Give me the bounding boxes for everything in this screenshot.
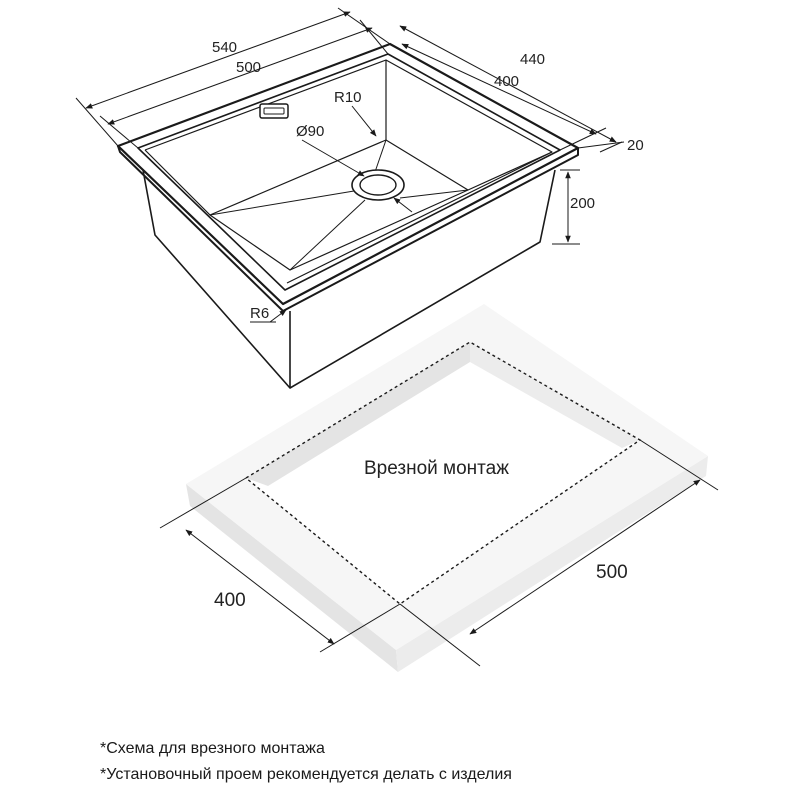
sink-bowl-floor bbox=[209, 139, 469, 271]
sink-rim-edge bbox=[117, 145, 579, 312]
dim-inner-depth: 400 bbox=[494, 73, 519, 90]
dim-outer-depth: 440 bbox=[520, 51, 545, 68]
dim-radius-inner: R10 bbox=[334, 89, 362, 106]
sink-dimension-lines bbox=[75, 7, 625, 323]
note-mounting-scheme: *Схема для врезного монтажа bbox=[100, 740, 325, 757]
dim-radius-rim: R6 bbox=[250, 305, 269, 322]
cutout-label: Врезной монтаж bbox=[364, 458, 509, 479]
dim-drain-diameter: Ø90 bbox=[296, 123, 324, 140]
dim-outer-width: 540 bbox=[212, 39, 237, 56]
overflow-icon bbox=[259, 103, 289, 119]
dim-height: 200 bbox=[570, 195, 595, 212]
dim-rim: 20 bbox=[627, 137, 644, 154]
cutout-depth-label: 400 bbox=[214, 590, 246, 611]
slab-right-face bbox=[396, 456, 708, 672]
cutout-width-label: 500 bbox=[596, 562, 628, 583]
cutout-right-wall bbox=[470, 342, 640, 448]
drain-icon bbox=[351, 169, 405, 201]
note-cutout-recommendation: *Установочный проем рекомендуется делать… bbox=[100, 766, 512, 783]
sink-dimension-labels: 540 500 440 400 20 200 R10 Ø90 R6 bbox=[212, 39, 644, 322]
cutout-back-wall bbox=[246, 342, 470, 486]
cutout-dimension-lines bbox=[159, 439, 719, 667]
dim-inner-width: 500 bbox=[236, 59, 261, 76]
